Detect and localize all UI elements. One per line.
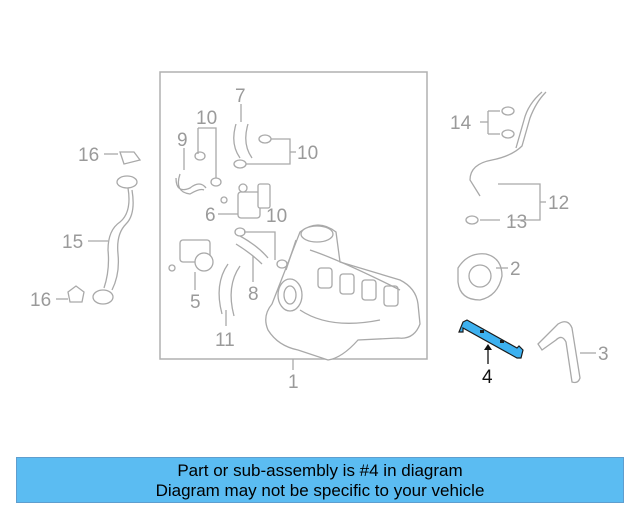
callout-11: 11 — [215, 330, 235, 351]
parts-diagram: 1 2 3 4 5 6 7 8 9 10 10 10 11 12 13 14 1… — [30, 71, 609, 393]
callout-1: 1 — [288, 372, 299, 393]
callout-10-top: 10 — [196, 108, 217, 129]
hose-8-drawing — [235, 235, 269, 265]
part-info-banner: Part or sub-assembly is #4 in diagram Di… — [16, 457, 624, 503]
turbocharger-manifold-drawing — [265, 224, 421, 361]
banner-line-1: Part or sub-assembly is #4 in diagram — [177, 461, 463, 480]
hose-7-drawing — [233, 123, 253, 159]
solenoid-5-drawing — [168, 239, 214, 272]
banner-line-2: Diagram may not be specific to your vehi… — [155, 481, 485, 500]
callout-8: 8 — [248, 284, 259, 305]
callout-15: 15 — [62, 232, 83, 253]
oil-line-15-drawing — [67, 151, 142, 305]
callout-2: 2 — [510, 259, 521, 280]
callout-16-top: 16 — [78, 145, 99, 166]
bracket-3-drawing — [537, 321, 581, 384]
hose-9-drawing — [175, 173, 207, 195]
water-line-12-drawing — [465, 91, 547, 225]
callout-9: 9 — [177, 130, 188, 151]
callout-10-mid: 10 — [266, 206, 287, 227]
callout-5: 5 — [190, 292, 201, 313]
callout-16-bottom: 16 — [30, 290, 51, 311]
gasket-2-drawing — [457, 253, 503, 301]
callout-6: 6 — [205, 205, 216, 226]
valve-6-drawing — [220, 183, 271, 219]
callout-3: 3 — [598, 344, 609, 365]
heat-shield-bracket-4-highlighted[interactable] — [458, 319, 524, 359]
callout-14: 14 — [450, 113, 472, 134]
callout-4: 4 — [482, 367, 493, 388]
callout-10-right: 10 — [297, 143, 318, 164]
callout-12: 12 — [548, 193, 569, 214]
callout-13: 13 — [506, 212, 527, 233]
callout-7: 7 — [235, 86, 246, 107]
hose-11-drawing — [218, 263, 241, 317]
